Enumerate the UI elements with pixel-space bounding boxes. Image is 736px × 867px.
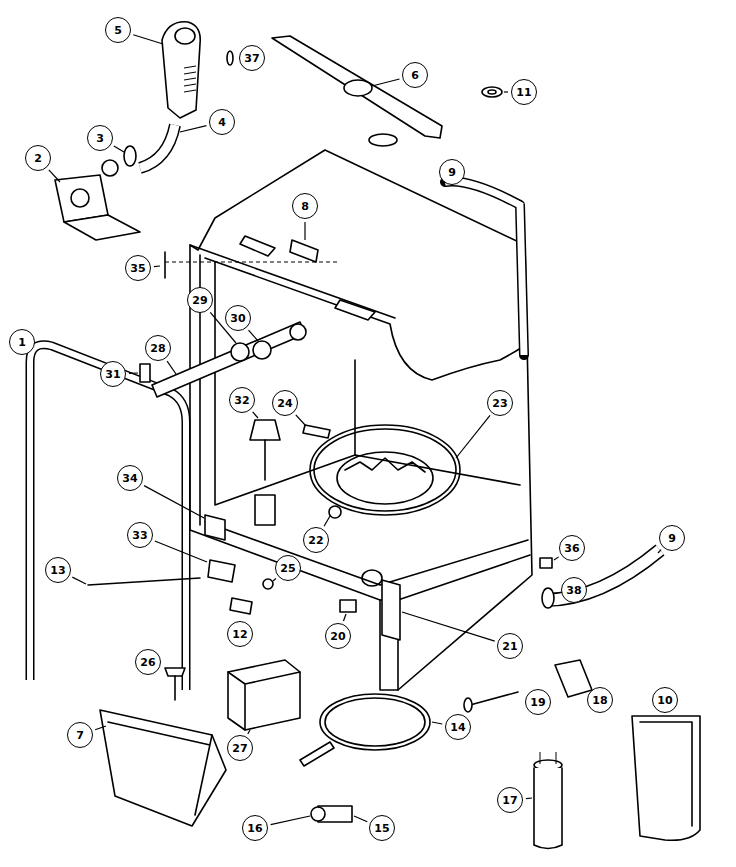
callout-number: 20 [325, 623, 351, 649]
leader-line [133, 35, 163, 44]
leader-line [95, 726, 106, 730]
leader-line [167, 361, 176, 374]
leader-line [180, 126, 206, 132]
leader-line [354, 816, 367, 822]
leader-line [432, 722, 442, 724]
leader-line [144, 486, 204, 518]
leader-line [372, 79, 399, 86]
callout-number: 9 [659, 525, 685, 551]
leader-line [658, 550, 661, 553]
callout-number: 22 [303, 527, 329, 553]
leader-line [456, 415, 490, 458]
callout-number: 3 [87, 125, 113, 151]
callout-number: 23 [487, 390, 513, 416]
callout-number: 37 [239, 45, 265, 71]
leader-line [248, 330, 258, 341]
leader-line [343, 614, 346, 621]
leader-line [304, 222, 305, 240]
callout-number: 25 [275, 555, 301, 581]
leader-line [248, 730, 250, 734]
callout-number: 14 [445, 714, 471, 740]
leader-line [155, 541, 207, 562]
leader-lines [49, 35, 661, 825]
callout-number: 33 [127, 522, 153, 548]
callout-number: 16 [242, 815, 268, 841]
callout-number: 30 [225, 305, 251, 331]
callout-number: 32 [229, 387, 255, 413]
callout-number: 6 [402, 62, 428, 88]
callout-number: 8 [292, 193, 318, 219]
leader-line [129, 372, 138, 374]
leader-line [554, 557, 559, 560]
leader-line [271, 816, 310, 825]
callout-number: 38 [561, 577, 587, 603]
callout-number: 12 [227, 621, 253, 647]
callout-number: 7 [67, 722, 93, 748]
callout-number: 18 [587, 687, 613, 713]
leader-line [114, 146, 124, 152]
leader-line [526, 797, 532, 799]
callout-number: 11 [511, 79, 537, 105]
tub [190, 134, 532, 690]
callout-number: 24 [272, 390, 298, 416]
callout-number: 36 [559, 535, 585, 561]
leader-line [402, 612, 495, 641]
callout-number: 28 [145, 335, 171, 361]
leader-line [296, 415, 306, 426]
callout-number: 34 [117, 465, 143, 491]
callout-number: 5 [105, 17, 131, 43]
callout-number: 26 [135, 649, 161, 675]
leader-line [72, 577, 86, 584]
callout-number: 2 [25, 145, 51, 171]
callout-number: 10 [652, 687, 678, 713]
callout-number: 17 [497, 787, 523, 813]
leader-line [324, 516, 330, 526]
leader-line [49, 170, 60, 182]
callout-number: 31 [100, 361, 126, 387]
leader-line [154, 265, 160, 267]
callout-number: 35 [125, 255, 151, 281]
callout-number: 29 [187, 287, 213, 313]
callout-number: 4 [209, 109, 235, 135]
callout-number: 13 [45, 557, 71, 583]
leader-line [273, 578, 276, 581]
leader-line [253, 412, 258, 418]
callout-number: 27 [227, 735, 253, 761]
leader-line [504, 91, 508, 92]
callout-number: 21 [497, 633, 523, 659]
callout-number: 9 [439, 159, 465, 185]
callout-number: 19 [525, 689, 551, 715]
callout-number: 15 [369, 815, 395, 841]
callout-number: 1 [9, 329, 35, 355]
